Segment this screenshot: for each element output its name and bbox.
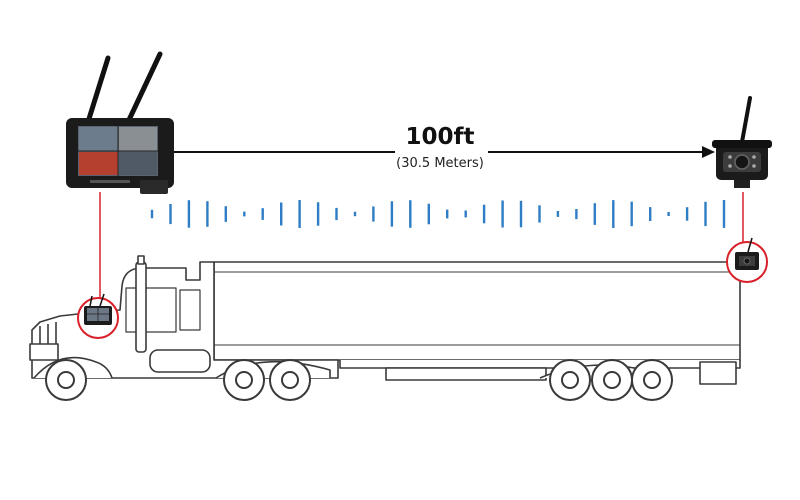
signal-bar	[261, 208, 264, 220]
signal-bar	[630, 201, 633, 227]
signal-waveform	[150, 200, 726, 228]
semi-truck-trailer-outline	[29, 255, 741, 401]
signal-bar	[372, 206, 375, 222]
signal-bar	[556, 211, 560, 217]
signal-bar	[187, 200, 191, 228]
distance-primary-label: 100ft	[405, 124, 475, 150]
signal-bar	[316, 202, 320, 226]
signal-bar	[722, 200, 726, 228]
wireless-backup-camera-icon	[712, 96, 772, 188]
signal-bar	[704, 201, 707, 227]
signal-bar	[482, 204, 486, 224]
signal-bar	[409, 200, 412, 228]
signal-bar	[280, 202, 283, 226]
signal-bar	[206, 201, 209, 227]
connector-lines	[99, 192, 744, 298]
signal-bar	[427, 203, 430, 225]
trailer-camera-highlight	[726, 237, 768, 283]
signal-bar	[612, 200, 615, 228]
signal-bar	[501, 200, 504, 228]
distance-secondary-label: (30.5 Meters)	[396, 156, 484, 171]
signal-bar	[575, 209, 578, 220]
signal-bar	[335, 207, 338, 221]
signal-bar	[667, 212, 670, 216]
signal-bar	[593, 203, 596, 225]
signal-bar	[224, 206, 227, 222]
signal-bar	[519, 200, 523, 228]
signal-bar	[464, 210, 467, 218]
signal-bar	[150, 209, 154, 219]
signal-bar	[538, 205, 541, 223]
signal-bar	[169, 204, 172, 225]
cab-monitor-highlight	[77, 293, 119, 339]
wireless-monitor-icon	[66, 51, 174, 194]
signal-bar	[243, 211, 246, 217]
signal-bar	[446, 209, 449, 219]
signal-bar	[685, 207, 689, 221]
signal-bar	[649, 207, 652, 221]
signal-bar	[298, 200, 301, 228]
signal-bar	[390, 201, 394, 227]
signal-bar	[353, 211, 357, 217]
